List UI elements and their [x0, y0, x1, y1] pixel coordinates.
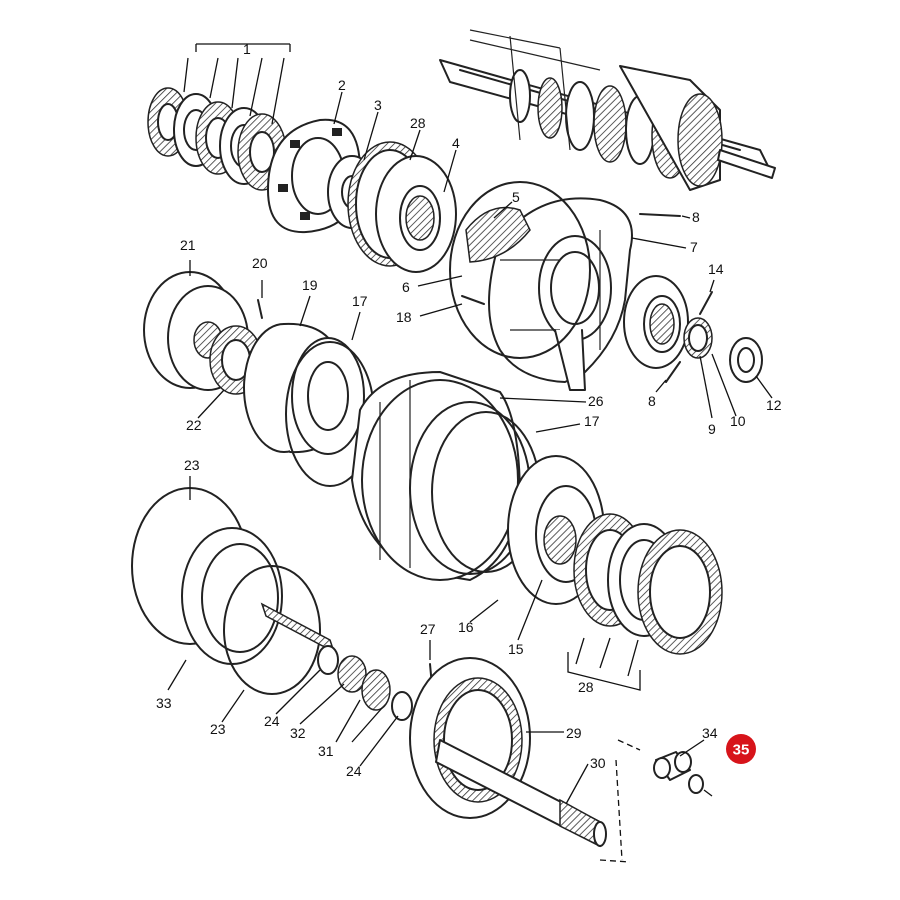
washer-24 — [317, 645, 339, 675]
bushing-34 — [653, 751, 692, 781]
callout-17-top: 17 — [352, 293, 368, 309]
bearing-32 — [337, 655, 367, 693]
callout-23-top: 23 — [184, 457, 200, 473]
callout-8-low: 8 — [648, 393, 656, 409]
callout-33: 33 — [156, 695, 172, 711]
callout-labels: 1 2 3 28 4 5 6 7 8 8 9 10 12 14 17 17 18… — [156, 41, 782, 779]
callout-34: 34 — [702, 725, 718, 741]
callout-7: 7 — [690, 239, 698, 255]
callout-12: 12 — [766, 397, 782, 413]
highlight-marker[interactable] — [726, 734, 756, 764]
callout-14: 14 — [708, 261, 724, 277]
gasket — [465, 206, 531, 263]
callout-21: 21 — [180, 237, 196, 253]
callout-26: 26 — [588, 393, 604, 409]
callout-9: 9 — [708, 421, 716, 437]
callout-30: 30 — [590, 755, 606, 771]
oil-seal — [729, 337, 763, 383]
callout-8-top: 8 — [692, 209, 700, 225]
callout-22: 22 — [186, 417, 202, 433]
washer-24b — [391, 691, 413, 721]
callout-27: 27 — [420, 621, 436, 637]
callout-15: 15 — [508, 641, 524, 657]
seal-ring-23b — [223, 565, 321, 695]
callout-35[interactable]: 35 — [733, 742, 750, 759]
main-housing — [351, 371, 531, 581]
callout-19: 19 — [302, 277, 318, 293]
o-ring-large — [449, 181, 591, 359]
set-screw — [461, 295, 485, 305]
stud-bolt — [257, 299, 263, 319]
callout-5: 5 — [512, 189, 520, 205]
callout-4: 4 — [452, 135, 460, 151]
callout-18: 18 — [396, 309, 412, 325]
bearing-31 — [361, 669, 391, 711]
callout-23-low: 23 — [210, 721, 226, 737]
callout-29: 29 — [566, 725, 582, 741]
washer-35 — [688, 774, 704, 794]
gearbox-assembly — [439, 29, 776, 191]
callout-20: 20 — [252, 255, 268, 271]
leader-lines — [167, 91, 773, 805]
callout-2: 2 — [338, 77, 346, 93]
clutch-hub — [347, 141, 457, 273]
bolt-right — [699, 291, 713, 315]
callout-3: 3 — [374, 97, 382, 113]
callout-10: 10 — [730, 413, 746, 429]
callout-24-right: 24 — [346, 763, 362, 779]
callout-28-top: 28 — [410, 115, 426, 131]
clutch-disc-pack-top — [147, 87, 287, 191]
callout-32: 32 — [290, 725, 306, 741]
callout-31: 31 — [318, 743, 334, 759]
callout-16: 16 — [458, 619, 474, 635]
housing-cover — [488, 197, 633, 391]
dashed-guide — [599, 739, 641, 863]
callout-1: 1 — [243, 41, 251, 57]
bracket-leader-1 — [183, 43, 291, 125]
callout-6: 6 — [402, 279, 410, 295]
drum — [243, 322, 365, 455]
bolt-lower — [665, 361, 681, 383]
bracket-leader-28 — [567, 637, 641, 691]
bolt-top — [639, 213, 681, 217]
callout-17-low: 17 — [584, 413, 600, 429]
callout-24-left: 24 — [264, 713, 280, 729]
callout-28-low: 28 — [578, 679, 594, 695]
highlight-callout-35[interactable]: 35 — [726, 734, 756, 764]
sun-gear — [543, 515, 577, 565]
bearing-retainer — [623, 275, 689, 369]
